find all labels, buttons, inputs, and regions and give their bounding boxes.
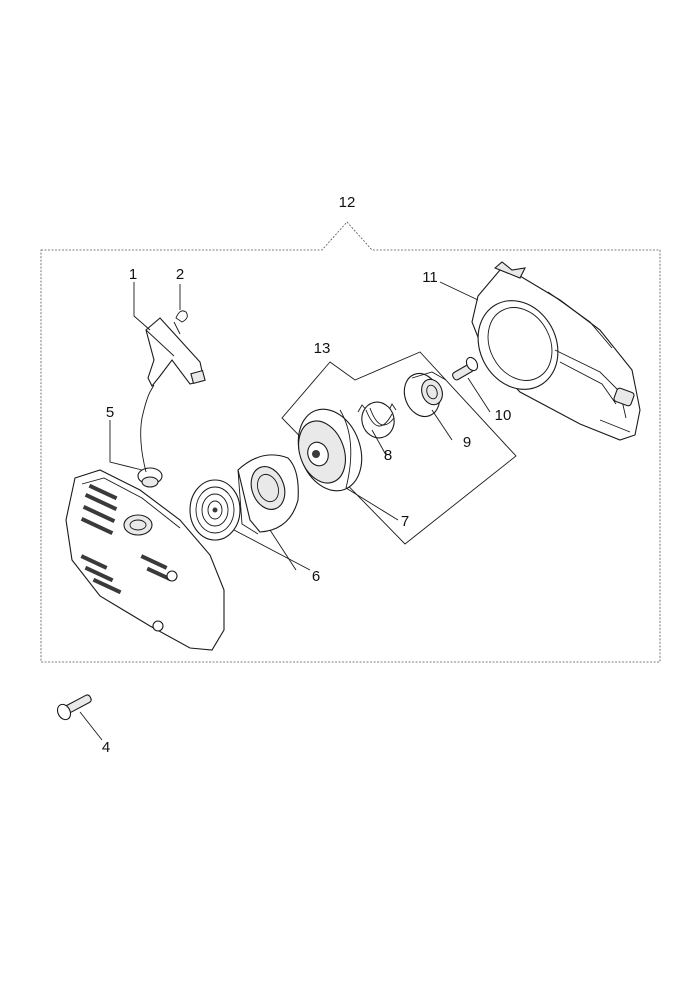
- starter-rope: [140, 384, 155, 473]
- starter-handle: [145, 317, 206, 388]
- flywheel-cover: [471, 261, 641, 441]
- callout-13: 13: [314, 340, 331, 357]
- return-spring: [357, 401, 397, 439]
- screw: [452, 356, 479, 381]
- callout-9: 9: [463, 434, 471, 451]
- vent-slots: [80, 483, 172, 595]
- callout-4: 4: [102, 739, 110, 756]
- callout-2: 2: [176, 266, 184, 283]
- callout-labels: 1 2 4 5 6 7 8 9 10 11 12 13: [102, 194, 512, 756]
- housing-screw: [56, 694, 92, 721]
- subassembly-bracket: [281, 351, 517, 545]
- assembly-frame: [40, 221, 661, 663]
- pawl-carrier: [403, 371, 447, 418]
- callout-8: 8: [384, 447, 392, 464]
- callout-11: 11: [422, 269, 438, 286]
- callout-1: 1: [129, 266, 137, 283]
- rope-pulley: [297, 408, 363, 492]
- spring-cassette: [237, 454, 299, 535]
- handle-pin: [173, 310, 188, 335]
- rope-guide: [137, 467, 163, 488]
- leader-lines: [79, 281, 491, 741]
- callout-6: 6: [312, 568, 320, 585]
- callout-10: 10: [495, 407, 512, 424]
- callout-12: 12: [339, 194, 356, 211]
- starter-housing: [65, 469, 225, 651]
- callout-7: 7: [401, 513, 409, 530]
- callout-5: 5: [106, 404, 114, 421]
- recoil-spring: [189, 479, 241, 541]
